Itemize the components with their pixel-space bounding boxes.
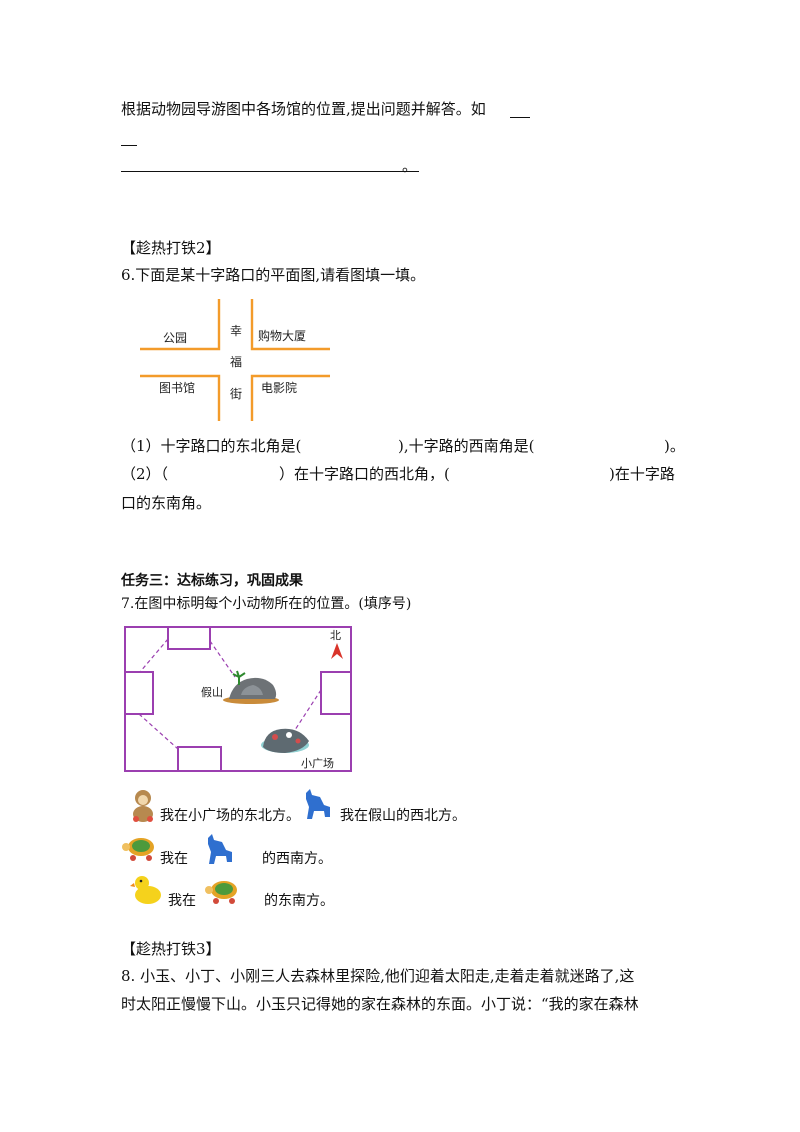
section-heading: 【趁热打铁2】 bbox=[121, 239, 221, 257]
q1-middle: ),十字路的西南角是( bbox=[398, 437, 535, 455]
zoo-map: 北 假山 小广场 bbox=[124, 626, 352, 772]
intro-line: 根据动物园导游图中各场馆的位置,提出问题并解答。如 bbox=[121, 99, 486, 119]
label-mall: 购物大厦 bbox=[258, 328, 306, 343]
intro-text: 根据动物园导游图中各场馆的位置,提出问题并解答。如 bbox=[121, 100, 486, 118]
question-7: 7.在图中标明每个小动物所在的位置。(填序号) bbox=[121, 596, 412, 612]
label-park: 公园 bbox=[163, 331, 187, 345]
paths bbox=[138, 638, 322, 750]
sentence-duck-a: 我在 bbox=[168, 893, 196, 909]
sentence-turtle-a: 我在 bbox=[160, 851, 188, 867]
blank-line bbox=[121, 145, 137, 146]
slot-top-left bbox=[167, 626, 211, 650]
answer-line bbox=[121, 171, 419, 172]
label-library: 图书馆 bbox=[159, 380, 195, 395]
duck-icon bbox=[130, 876, 161, 904]
label-rockery: 假山 bbox=[201, 685, 223, 699]
task-heading: 任务三：达标练习，巩固成果 bbox=[121, 573, 303, 589]
sentence-monkey: 我在小广场的东北方。 bbox=[160, 808, 300, 824]
slot-bottom bbox=[177, 746, 222, 772]
q1-suffix: )。 bbox=[664, 437, 685, 455]
blank-line bbox=[510, 117, 530, 118]
sentence-turtle-b: 的西南方。 bbox=[262, 851, 332, 867]
q1-prefix: （1）十字路口的东北角是( bbox=[121, 437, 302, 455]
question-8-line1: 8. 小玉、小丁、小刚三人去森林里探险,他们迎着太阳走,走着走着就迷路了,这 bbox=[121, 967, 635, 985]
intro-period: 。 bbox=[402, 157, 418, 175]
q2-open: （2）（ bbox=[121, 465, 169, 483]
north-icon bbox=[331, 643, 343, 659]
q2-end: )在十字路 bbox=[609, 465, 675, 483]
turtle-icon bbox=[205, 881, 237, 904]
slot-left bbox=[124, 671, 154, 715]
sentence-horse: 我在假山的西北方。 bbox=[340, 808, 466, 824]
label-north: 北 bbox=[330, 629, 341, 642]
slot-right bbox=[320, 671, 352, 715]
sentence-duck-b: 的东南方。 bbox=[264, 893, 334, 909]
street-lines bbox=[140, 299, 330, 421]
q2-mid: ）在十字路口的西北角，( bbox=[279, 465, 450, 483]
turtle-icon bbox=[122, 838, 154, 861]
question-6: 6.下面是某十字路口的平面图,请看图填一填。 bbox=[121, 266, 426, 284]
monkey-icon bbox=[133, 790, 153, 822]
label-cinema: 电影院 bbox=[261, 381, 297, 395]
street-char: 福 bbox=[230, 354, 242, 369]
crossroad-map: 公园 购物大厦 图书馆 电影院 幸 福 街 bbox=[140, 299, 330, 421]
street-char: 街 bbox=[230, 387, 242, 401]
section-heading: 【趁热打铁3】 bbox=[121, 940, 221, 958]
q2-line2: 口的东南角。 bbox=[121, 494, 212, 512]
horse-icon bbox=[306, 789, 330, 819]
label-plaza: 小广场 bbox=[301, 756, 334, 770]
question-8-line2: 时太阳正慢慢下山。小玉只记得她的家在森林的东面。小丁说：“我的家在森林 bbox=[121, 995, 639, 1013]
rockery-icon bbox=[223, 670, 279, 704]
plaza-icon bbox=[261, 728, 309, 753]
street-char: 幸 bbox=[230, 324, 242, 338]
horse-icon bbox=[208, 834, 232, 864]
